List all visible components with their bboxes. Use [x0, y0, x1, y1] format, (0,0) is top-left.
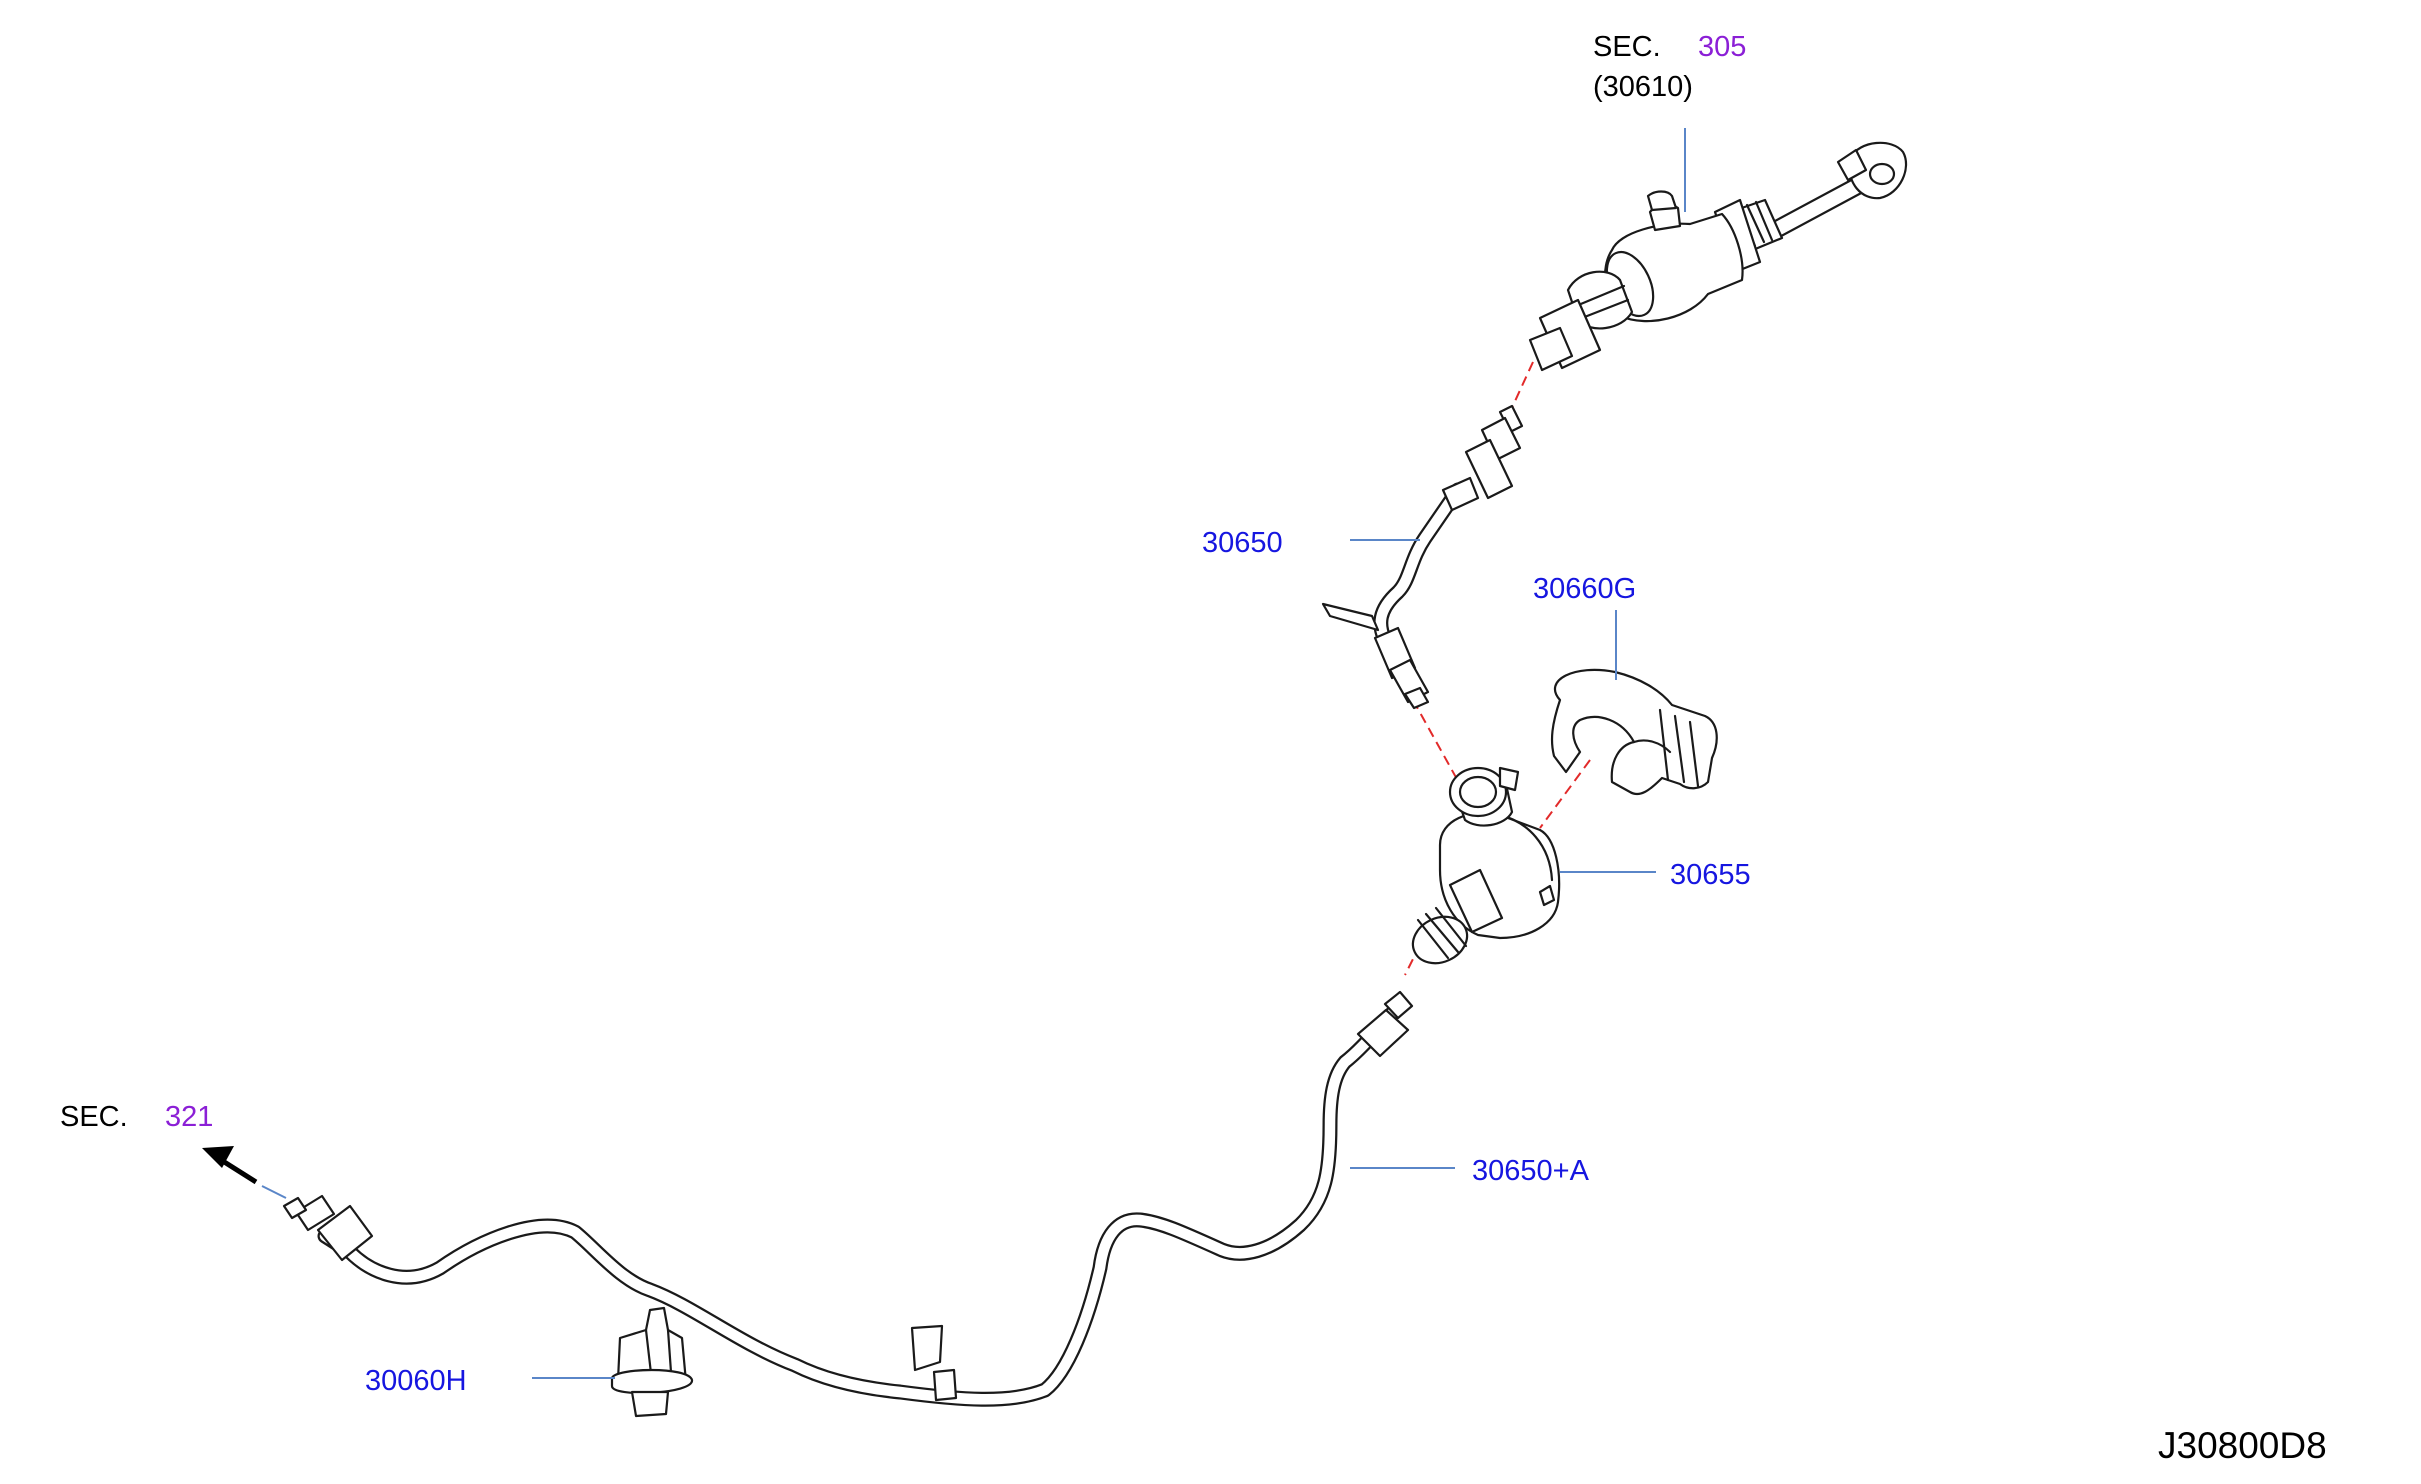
clutch-master-cylinder — [1528, 141, 1908, 372]
part-label-30650a[interactable]: 30650+A — [1472, 1155, 1590, 1187]
part-label-30655[interactable]: 30655 — [1670, 859, 1751, 891]
sec-305-number[interactable]: 305 — [1698, 31, 1746, 63]
leader-lines — [261, 128, 1686, 1379]
part-label-30650[interactable]: 30650 — [1202, 527, 1283, 559]
clutch-tube-30650 — [1321, 404, 1524, 710]
clip-30660g — [1550, 668, 1718, 796]
clip-30060h — [610, 1306, 694, 1418]
damper-30655 — [1411, 766, 1561, 965]
section-321-arrow — [202, 1146, 258, 1185]
sec-321-number[interactable]: 321 — [165, 1101, 213, 1133]
callout-sec-305: SEC. 305 (30610) — [1593, 31, 1746, 103]
sec-305-subpart: (30610) — [1593, 71, 1693, 103]
sec-305-prefix: SEC. — [1593, 31, 1661, 63]
part-label-30060h[interactable]: 30060H — [365, 1365, 467, 1397]
clutch-tube-30650a — [282, 990, 1414, 1407]
callout-sec-321: SEC. 321 — [60, 1101, 213, 1133]
diagram-code: J30800D8 — [2158, 1425, 2327, 1466]
sec-321-prefix: SEC. — [60, 1101, 128, 1133]
part-label-30660g[interactable]: 30660G — [1533, 573, 1636, 605]
